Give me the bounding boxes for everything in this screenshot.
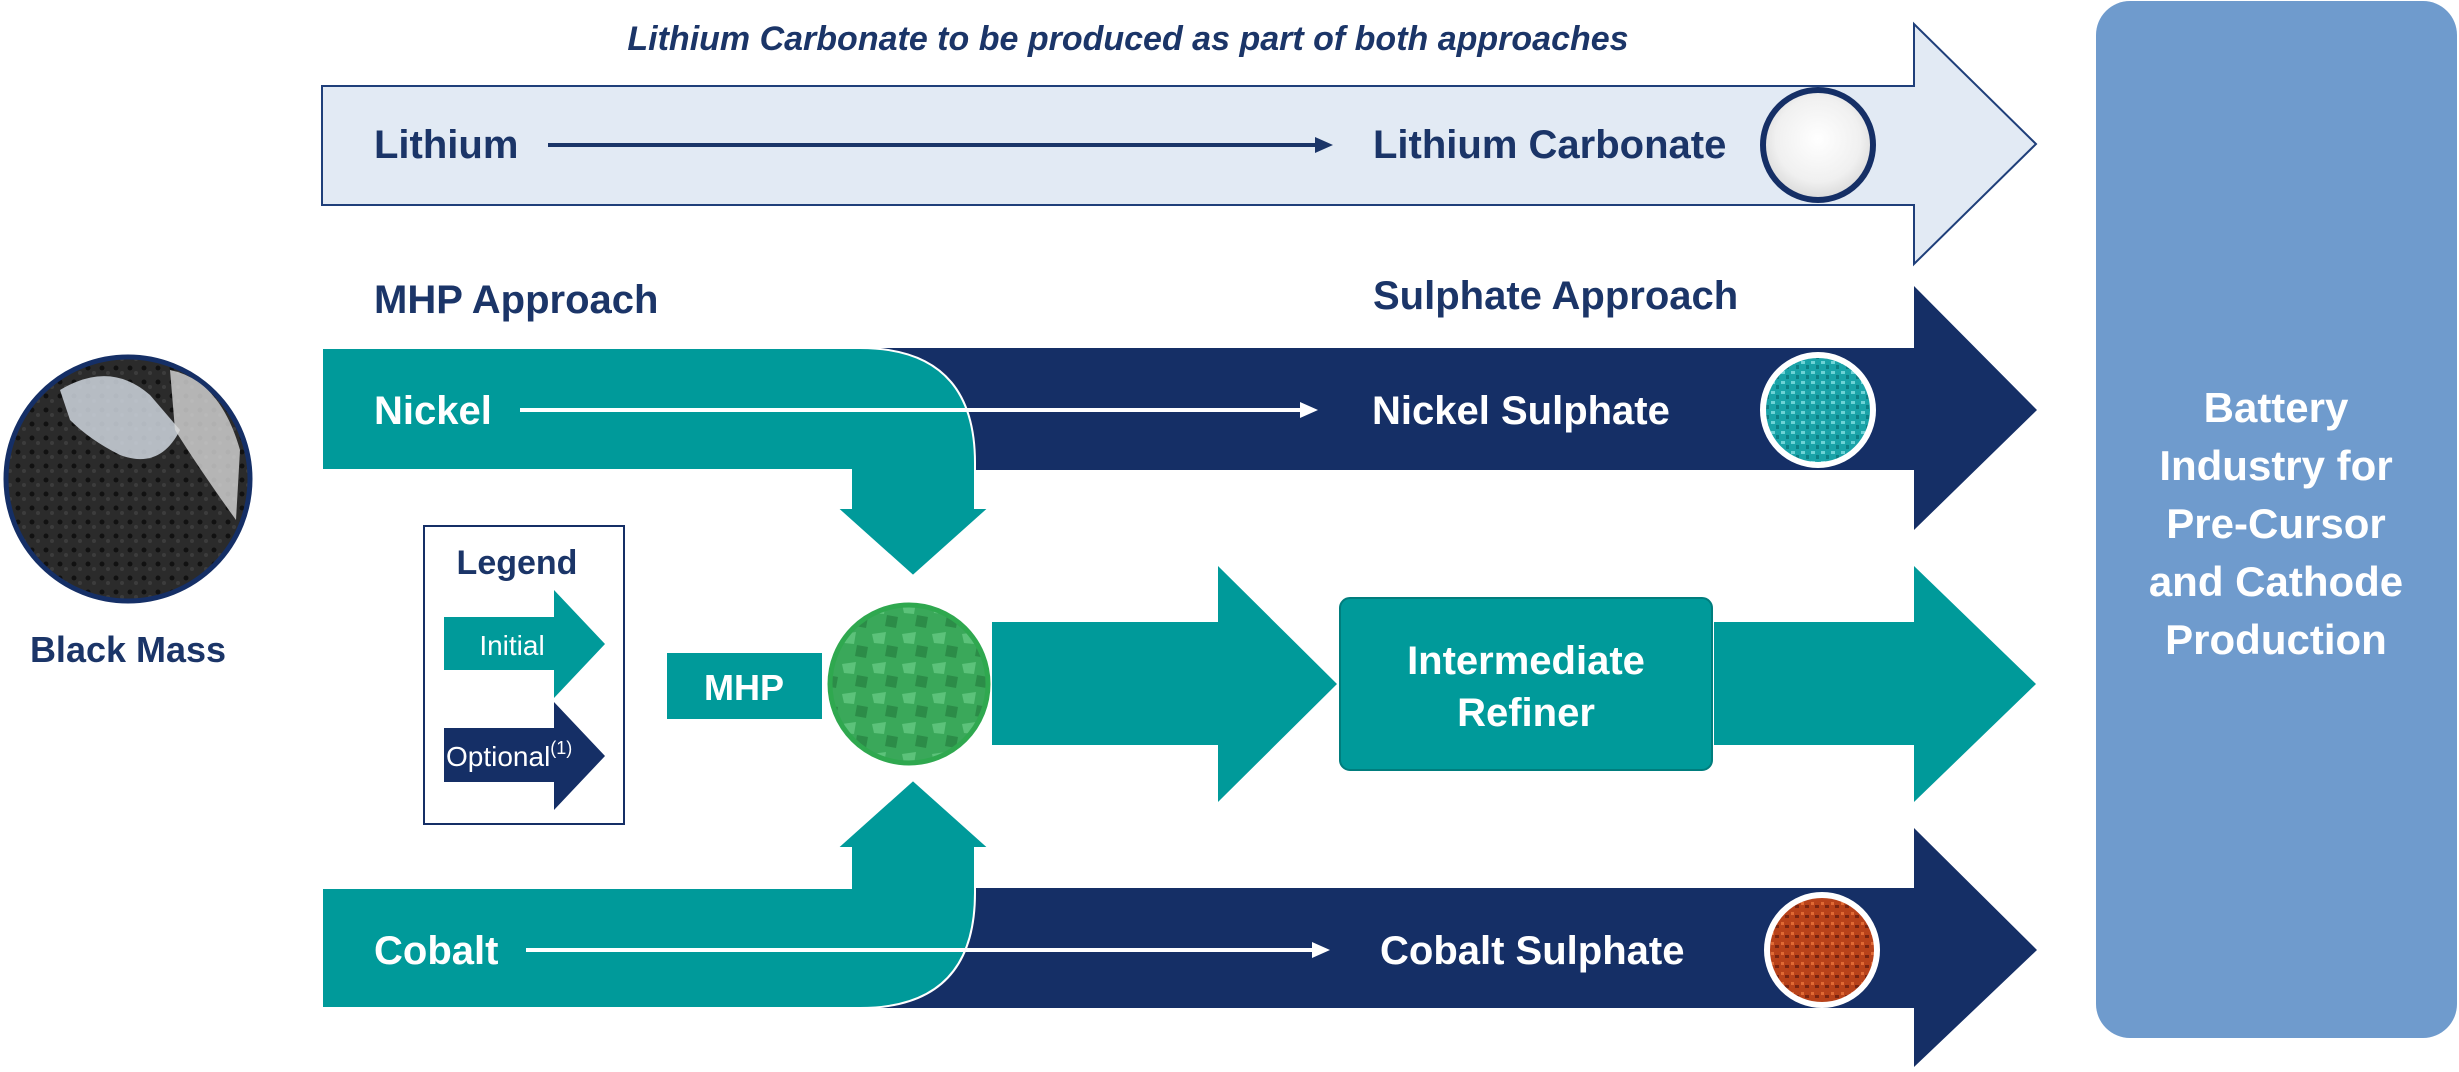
refiner-label-line2: Refiner — [1457, 691, 1595, 735]
destination-line-3: Pre-Cursor — [2166, 500, 2385, 547]
white-powder-icon — [1760, 87, 1876, 203]
lithium-output-label: Lithium Carbonate — [1373, 123, 1726, 167]
sulphate-approach-title: Sulphate Approach — [1373, 274, 1738, 318]
legend-initial-arrow — [444, 590, 605, 698]
nickel-flow-arrowhead — [1300, 402, 1318, 418]
legend-optional-footnote: (1) — [550, 738, 572, 758]
cobalt-flow-arrowhead — [1312, 942, 1330, 958]
nickel-sulphate-arrow — [880, 286, 2037, 530]
destination-line-1: Battery — [2204, 384, 2349, 431]
intermediate-refiner-box — [1339, 597, 1713, 771]
legend-optional-arrow — [444, 702, 605, 810]
lithium-flow-arrowhead — [1315, 137, 1333, 153]
legend-optional-label: Optional(1) — [446, 738, 572, 772]
legend-optional-text: Optional — [446, 741, 550, 772]
legend-initial-label: Initial — [479, 630, 544, 661]
black-mass-sack — [170, 370, 240, 520]
cobalt-output-label: Cobalt Sulphate — [1380, 929, 1684, 973]
teal-crystal-icon — [1760, 352, 1876, 468]
mhp-label: MHP — [704, 667, 784, 708]
green-mhp-icon — [827, 602, 991, 766]
black-mass-gloves — [60, 376, 180, 460]
red-crystal-icon — [1764, 892, 1880, 1008]
mhp-approach-title: MHP Approach — [374, 278, 658, 322]
refiner-output-arrow — [1714, 566, 2036, 802]
lithium-input-label: Lithium — [374, 123, 518, 167]
mhp-to-refiner-arrow — [992, 566, 1337, 802]
nickel-output-label: Nickel Sulphate — [1372, 389, 1670, 433]
mhp-label-box — [667, 653, 822, 719]
cobalt-sulphate-arrow — [880, 828, 2037, 1067]
black-mass-label: Black Mass — [30, 629, 226, 670]
nickel-input-label: Nickel — [374, 389, 492, 433]
cobalt-input-label: Cobalt — [374, 929, 498, 973]
destination-line-4: and Cathode — [2149, 558, 2403, 605]
destination-line-2: Industry for — [2159, 442, 2392, 489]
destination-line-5: Production — [2165, 616, 2387, 663]
header-note: Lithium Carbonate to be produced as part… — [627, 20, 1628, 58]
cobalt-mhp-arrow — [321, 778, 992, 1009]
destination-panel — [2096, 1, 2457, 1038]
refiner-label-line1: Intermediate — [1407, 639, 1645, 683]
nickel-mhp-arrow — [321, 347, 992, 578]
legend-title: Legend — [457, 544, 578, 582]
